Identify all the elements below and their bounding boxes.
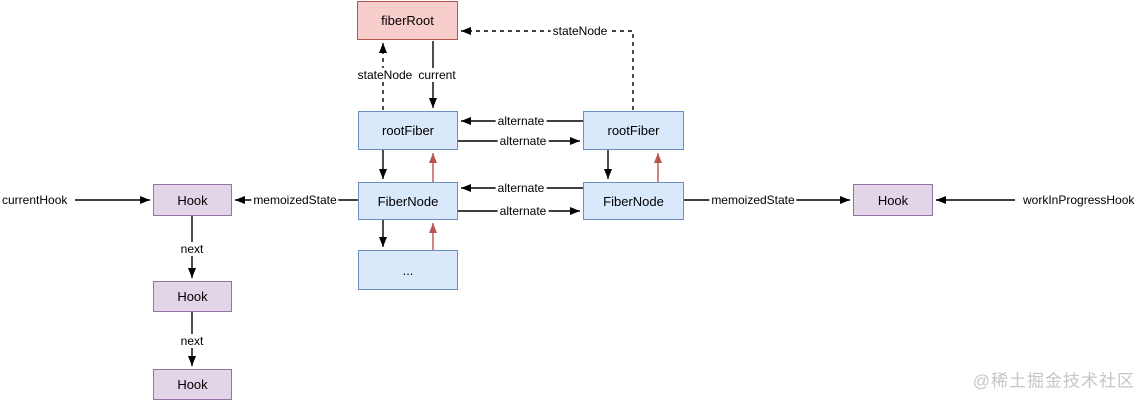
- node-rootfiber-current: rootFiber: [358, 111, 458, 150]
- node-rootfiber-wip: rootFiber: [583, 111, 684, 150]
- node-fiberroot: fiberRoot: [357, 1, 458, 40]
- node-fibernode-current: FiberNode: [358, 182, 458, 220]
- node-hook-current-2: Hook: [153, 281, 232, 312]
- label-memoizedstate-left: memoizedState: [251, 193, 339, 207]
- label-next-2: next: [178, 334, 206, 348]
- label-current: current: [416, 68, 458, 82]
- node-hook-current-3: Hook: [153, 369, 232, 400]
- label-currenthook: currentHook: [2, 193, 68, 207]
- label-next-1: next: [178, 242, 206, 256]
- juejin-watermark: @稀土掘金技术社区: [972, 371, 1135, 391]
- node-hook-wip: Hook: [853, 184, 933, 216]
- label-alternate-fiber-top: alternate: [495, 181, 547, 195]
- edge-statenode-wip-line: [461, 27, 634, 110]
- label-alternate-fiber-bottom: alternate: [497, 204, 549, 218]
- label-statenode-up: stateNode: [355, 68, 415, 82]
- node-ellipsis: ...: [358, 250, 458, 290]
- label-alternate-root-bottom: alternate: [497, 134, 549, 148]
- label-memoizedstate-right: memoizedState: [709, 193, 797, 207]
- label-alternate-root-top: alternate: [495, 114, 547, 128]
- label-statenode-wip: stateNode: [550, 24, 610, 38]
- node-hook-current-1: Hook: [153, 184, 232, 216]
- label-workinprogresshook: workInProgressHook: [1023, 193, 1135, 207]
- node-fibernode-wip: FiberNode: [583, 182, 684, 220]
